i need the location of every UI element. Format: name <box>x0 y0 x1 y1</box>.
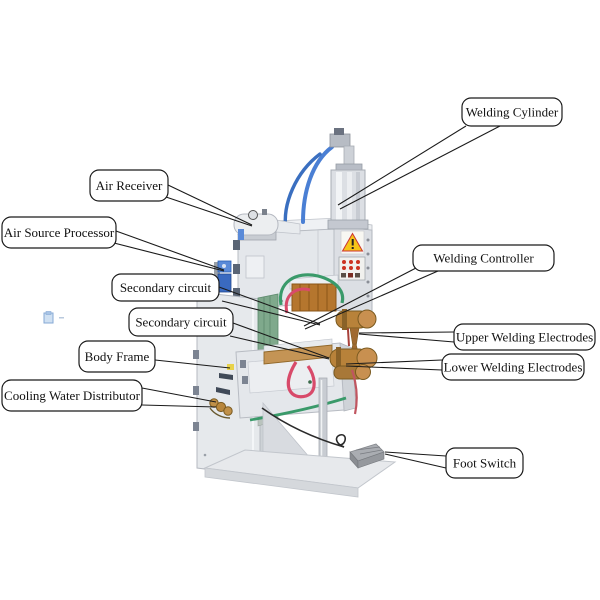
leader-lower-electrodes-1 <box>345 359 443 365</box>
label-welding-controller: Welding Controller <box>412 244 555 272</box>
label-cooling-water-distributor: Cooling Water Distributor <box>1 379 143 412</box>
label-air-source-processor-text: Air Source Processor <box>4 225 115 240</box>
foot-switch-cable-loop <box>335 434 347 448</box>
cooling-tube-green-lower <box>249 396 347 422</box>
label-lower-welding-electrodes: Lower Welding Electrodes <box>441 353 585 381</box>
pressure-gauge <box>248 210 258 220</box>
label-secondary-circuit-2: Secondary circuit <box>128 307 234 337</box>
cooling-tube-green-upper <box>278 273 345 306</box>
leader-welding-controller-1 <box>303 267 417 327</box>
label-welding-controller-text: Welding Controller <box>433 251 534 266</box>
warning-triangle-sticker <box>340 230 365 255</box>
label-air-receiver-text: Air Receiver <box>96 178 163 193</box>
leader-upper-electrodes-2 <box>358 333 455 343</box>
label-foot-switch: Foot Switch <box>445 447 524 479</box>
label-body-frame: Body Frame <box>78 340 156 373</box>
welding-cylinder-part <box>283 128 369 232</box>
cooling-water-distributor-part <box>209 398 233 419</box>
leader-upper-electrodes-1 <box>358 331 455 334</box>
control-panel-sticker <box>338 256 366 281</box>
label-cooling-water-distributor-text: Cooling Water Distributor <box>4 388 141 403</box>
label-welding-cylinder-text: Welding Cylinder <box>466 105 559 120</box>
foot-switch-cable <box>261 407 345 448</box>
label-secondary-circuit-2-text: Secondary circuit <box>135 315 227 330</box>
leader-secondary-circuit2-2 <box>229 335 330 360</box>
frame-yellow-marker <box>227 364 234 370</box>
label-lower-welding-electrodes-text: Lower Welding Electrodes <box>444 360 583 375</box>
label-secondary-circuit-1-text: Secondary circuit <box>120 280 212 295</box>
lower-electrode-part <box>329 343 378 380</box>
cooling-tube-red-lower <box>286 361 316 399</box>
leader-lines <box>113 125 501 469</box>
leader-secondary-circuit1-1 <box>218 286 321 325</box>
cooling-tube-red-upper <box>284 287 311 314</box>
leader-welding-cylinder-2 <box>339 125 501 210</box>
label-body-frame-text: Body Frame <box>85 349 150 364</box>
clipboard-artifact-icon <box>43 311 64 324</box>
air-receiver-part <box>233 209 301 241</box>
leader-cooling-water-1 <box>141 387 217 403</box>
label-secondary-circuit-1: Secondary circuit <box>111 273 220 302</box>
label-upper-welding-electrodes: Upper Welding Electrodes <box>453 323 596 351</box>
leader-foot-switch-1 <box>384 451 447 457</box>
leader-air-source-processor-1 <box>115 230 225 271</box>
leader-secondary-circuit1-2 <box>221 300 321 326</box>
leader-air-receiver-1 <box>167 184 253 226</box>
leader-air-receiver-2 <box>165 196 253 227</box>
label-welding-cylinder: Welding Cylinder <box>461 97 563 127</box>
air-tube-blue <box>301 145 334 224</box>
leader-lower-electrodes-2 <box>345 365 443 371</box>
upper-electrode-part <box>335 309 377 348</box>
leader-welding-controller-2 <box>304 270 439 330</box>
leader-cooling-water-2 <box>141 404 217 408</box>
cooling-tube-red-drop <box>350 369 358 415</box>
leader-secondary-circuit2-1 <box>232 322 330 359</box>
leader-welding-cylinder-1 <box>337 125 467 206</box>
base-plate <box>203 449 397 498</box>
label-air-source-processor: Air Source Processor <box>1 216 117 249</box>
leader-body-frame <box>154 359 231 369</box>
leader-air-source-processor-2 <box>113 242 225 272</box>
label-air-receiver: Air Receiver <box>89 169 169 202</box>
label-foot-switch-text: Foot Switch <box>453 456 517 471</box>
label-upper-welding-electrodes-text: Upper Welding Electrodes <box>456 330 593 345</box>
foot-switch-part <box>349 443 385 469</box>
leader-foot-switch-2 <box>384 453 447 469</box>
